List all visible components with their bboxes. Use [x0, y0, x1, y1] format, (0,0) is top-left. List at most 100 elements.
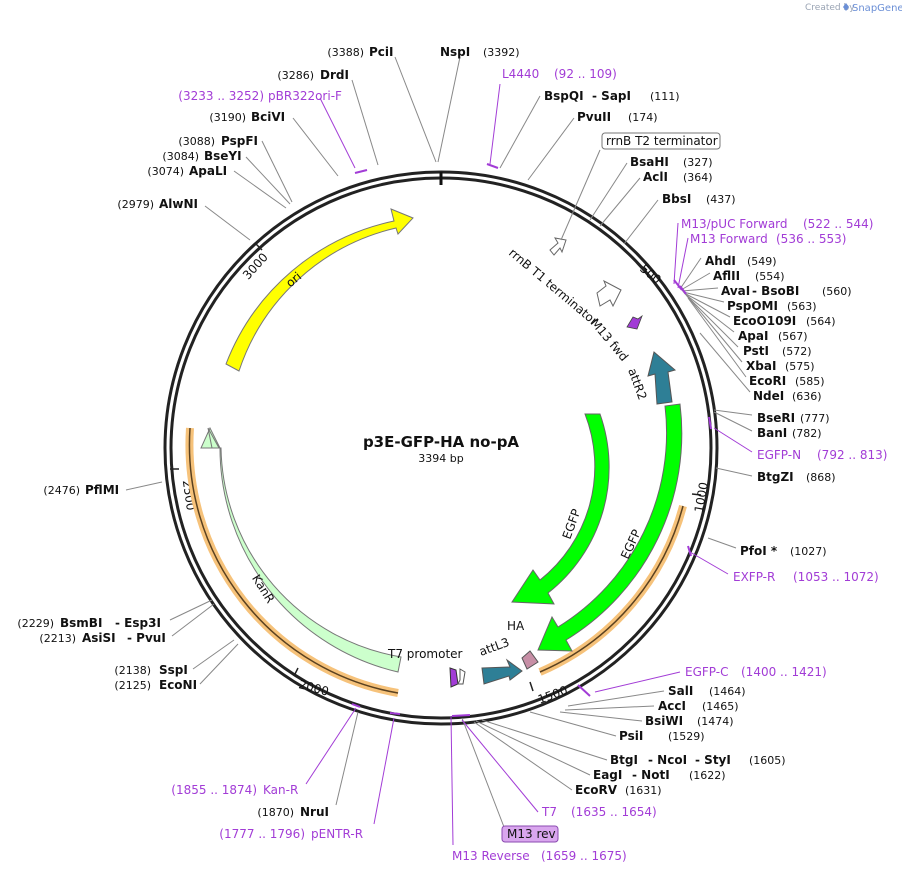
sali-site[interactable]: SalI [668, 684, 693, 698]
nspi-site[interactable]: NspI [440, 45, 470, 59]
m13-reverse-name[interactable]: M13 Reverse [452, 849, 530, 863]
alwni-pos: (2979) [117, 198, 154, 211]
sspi-site[interactable]: SspI [159, 663, 188, 677]
pvuii-site[interactable]: PvuII [577, 110, 611, 124]
aflii-site[interactable]: AflII [713, 269, 740, 283]
apai-site[interactable]: ApaI [738, 329, 768, 343]
eco0109i-site[interactable]: EcoO109I [733, 314, 796, 328]
ecori-site[interactable]: EcoRI [749, 374, 786, 388]
btgi-site[interactable]: BtgI [610, 753, 638, 767]
eagi-site[interactable]: EagI [593, 768, 622, 782]
bseyi-site[interactable]: BseYI [204, 149, 242, 163]
bsobi-name[interactable]: BsoBI [761, 284, 799, 298]
ori-feature[interactable] [225, 208, 414, 372]
t7-primer-mark [449, 667, 459, 688]
bcivi-site[interactable]: BciVI [251, 110, 285, 124]
esp3i-name[interactable]: Esp3I [124, 616, 161, 630]
ncoi-site[interactable]: - NcoI [648, 753, 687, 767]
drdi-site[interactable]: DrdI [320, 68, 349, 82]
m13-forward-name[interactable]: M13 Forward [690, 232, 768, 246]
l4440-name[interactable]: L4440 [502, 67, 539, 81]
ahdi-site[interactable]: AhdI [705, 254, 736, 268]
kan-r-name[interactable]: Kan-R [263, 783, 298, 797]
psii-site[interactable]: PsiI [619, 729, 643, 743]
ruler-label-2000: 2000 [297, 677, 330, 698]
bsmbi-separator: - [115, 616, 124, 630]
plasmid-length: 3394 bp [418, 452, 463, 465]
t7-primer-name[interactable]: T7 [541, 805, 557, 819]
styi-name[interactable]: StyI [704, 753, 731, 767]
bsmbi-site[interactable]: BsmBI [60, 616, 102, 630]
nrui-site[interactable]: NruI [300, 805, 329, 819]
m13-rev-label[interactable]: M13 rev [507, 827, 556, 841]
psti-site[interactable]: PstI [743, 344, 769, 358]
bseri-leader [713, 409, 753, 416]
pfoi-site[interactable]: PfoI * [740, 544, 778, 558]
egfp-c-leader [594, 671, 681, 693]
bbsi-site[interactable]: BbsI [662, 192, 691, 206]
egfp-n-name[interactable]: EGFP-N [757, 448, 801, 462]
econi-site[interactable]: EcoNI [159, 678, 197, 692]
ncoi-name[interactable]: NcoI [657, 753, 687, 767]
egfp-inner-feature[interactable] [511, 413, 610, 605]
noti-site[interactable]: - NotI [632, 768, 670, 782]
noti-name[interactable]: NotI [641, 768, 670, 782]
sapi-name[interactable]: SapI [601, 89, 631, 103]
m13-fwd-feature[interactable] [626, 314, 643, 330]
m13puc-fwd-range: (522 .. 544) [803, 217, 873, 231]
esp3i-site[interactable]: - Esp3I [115, 616, 161, 630]
bani-site[interactable]: BanI [757, 426, 787, 440]
asisi-site[interactable]: AsiSI [82, 631, 116, 645]
exfp-r-name[interactable]: EXFP-R [733, 570, 775, 584]
pspfi-site[interactable]: PspFI [221, 134, 258, 148]
ndei-leader [699, 332, 751, 393]
acci-site[interactable]: AccI [658, 699, 686, 713]
bsahi-site[interactable]: BsaHI [630, 155, 669, 169]
ha-feature[interactable] [521, 650, 539, 670]
ruler-tick-1500 [529, 681, 534, 692]
xbai-site[interactable]: XbaI [746, 359, 776, 373]
econi-leader [199, 643, 239, 685]
styi-site[interactable]: - StyI [695, 753, 731, 767]
btgi-separator-2: - [695, 753, 704, 767]
pflmi-site[interactable]: PflMI [85, 483, 119, 497]
acli-site[interactable]: AclI [643, 170, 668, 184]
ndei-site[interactable]: NdeI [753, 389, 784, 403]
sapi-site[interactable]: - SapI [592, 89, 631, 103]
pentr-r-range: (1777 .. 1796) [219, 827, 305, 841]
ruler-tick-1000 [691, 493, 702, 496]
attr2-feature[interactable] [647, 351, 677, 405]
m13puc-fwd-name[interactable]: M13/pUC Forward [681, 217, 788, 231]
bsobi-site[interactable]: - BsoBI [752, 284, 799, 298]
kanr-feature[interactable] [200, 426, 402, 673]
ruler-tick-2000 [293, 667, 299, 677]
bspqi-site[interactable]: BspQI [544, 89, 584, 103]
pvui-site[interactable]: - PvuI [127, 631, 166, 645]
btgi-leader [481, 719, 608, 761]
nrui-pos: (1870) [257, 806, 294, 819]
bsiwi-site[interactable]: BsiWI [645, 714, 683, 728]
avai-site[interactable]: AvaI [721, 284, 750, 298]
attl3-feature[interactable] [481, 658, 523, 685]
egfp-c-name[interactable]: EGFP-C [685, 665, 728, 679]
alwni-site[interactable]: AlwNI [159, 197, 198, 211]
bsiwi-leader [559, 711, 643, 722]
acci-pos: (1465) [702, 700, 739, 713]
pcii-site[interactable]: PciI [369, 45, 394, 59]
bseri-site[interactable]: BseRI [757, 411, 795, 425]
bbsi-pos: (437) [706, 193, 736, 206]
pspomi-site[interactable]: PspOMI [727, 299, 778, 313]
t7-promoter-feature[interactable] [457, 668, 466, 685]
l4440-leader [489, 83, 501, 165]
rrnb-t1-feature[interactable] [596, 279, 622, 308]
pfoi-leader [707, 537, 737, 549]
pentr-r-name[interactable]: pENTR-R [311, 827, 363, 841]
pbr322ori-f-name[interactable]: pBR322ori-F [268, 89, 342, 103]
pvui-name[interactable]: PvuI [136, 631, 166, 645]
apali-site[interactable]: ApaLI [189, 164, 227, 178]
bsahi-pos: (327) [683, 156, 713, 169]
ecorv-site[interactable]: EcoRV [575, 783, 618, 797]
egfp-outer-feature[interactable] [537, 403, 683, 652]
rrnb-t2-feature[interactable] [549, 237, 567, 256]
btgzi-site[interactable]: BtgZI [757, 470, 794, 484]
